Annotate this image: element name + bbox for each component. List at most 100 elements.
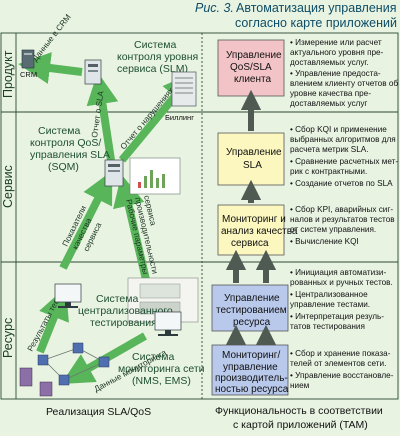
description-3: • Сбор KPI, аварийных сиг- налов и резул… (290, 205, 395, 246)
network-elements (19, 342, 110, 397)
arrow-monitoring-data (61, 332, 147, 384)
desc-4-line4: управление тестами. (290, 300, 370, 309)
desc-2-line3: расчета метрик SLA. (290, 145, 369, 154)
map-box-4-line1: Управление (224, 293, 280, 304)
map-box-1-line3: клиента (234, 74, 271, 85)
desc-2-line4: • Сравнение расчетных мет- (290, 157, 398, 166)
billing-server: Биллинг (165, 71, 197, 122)
arrow-test-results (36, 287, 69, 354)
sqm-label-1: Система (38, 125, 80, 137)
desc-5-line4: нием (290, 381, 310, 390)
network-router-4 (37, 354, 49, 366)
map-box-4 (211, 284, 289, 332)
monitoring-label-3: (NMS, EMS) (132, 375, 191, 387)
desc-1-line2: актуального уровня пре- (290, 48, 384, 57)
figure-label: Рис. 3. (195, 1, 234, 15)
desc-5-line1: • Сбор и хранение показа- (290, 349, 391, 358)
footer-right-line2: с картой приложений (TAM) (233, 419, 368, 431)
desc-3-line3: от систем управления. (290, 225, 376, 234)
testing-label-1: Система (96, 293, 138, 305)
desc-2-line1: • Сбор KQI и применение (290, 125, 387, 134)
desc-1-line7: доставляемых услуг (290, 99, 367, 108)
slm-server (84, 59, 102, 85)
desc-1-line5: влением клиенту отчетов об (290, 79, 398, 88)
map-box-3 (217, 204, 285, 256)
desc-4-line3: • Централизованное (290, 290, 368, 299)
description-5: • Сбор и хранение показа- телей от элеме… (290, 349, 394, 390)
figure-title-line2: согласно карте приложений (235, 16, 397, 30)
testing-label-2: централизованного (78, 305, 173, 317)
figure-title-line1: Автоматизация управления SLA (236, 1, 400, 15)
network-switch-2 (39, 381, 53, 397)
tam-connectors (225, 89, 277, 346)
map-box-2 (217, 132, 285, 186)
desc-2-line6: • Создание отчетов по SLA (290, 179, 393, 188)
desc-4-line1: • Инициация автоматизи- (290, 268, 386, 277)
map-box-5-line1: Мониторинг/ (222, 350, 280, 361)
desc-4-line5: • Интерпретация резуль- (290, 312, 384, 321)
map-box-5-line2: управление (223, 362, 278, 373)
description-2: • Сбор KQI и применение выбранных алгори… (290, 125, 398, 188)
desc-1-line1: • Измерение или расчет (290, 38, 382, 47)
sqm-report-screen (129, 157, 181, 195)
testing-label-3: тестирования (90, 317, 157, 329)
sqm-server (104, 159, 124, 187)
desc-3-line1: • Сбор KPI, аварийных сиг- (290, 205, 393, 214)
map-box-3-line3: сервиса (231, 238, 269, 249)
network-router-2 (98, 356, 110, 368)
crm-label: CRM (20, 70, 37, 79)
description-4: • Инициация автоматизи- рованных и ручны… (290, 268, 393, 331)
monitoring-workstation (154, 311, 182, 336)
flow-arrows (18, 52, 196, 384)
monitoring-label-1: Система (132, 351, 174, 363)
monitoring-label-2: мониторинга сети (118, 363, 205, 375)
desc-5-line2: телей от элементов сети. (290, 359, 386, 368)
lane-label-resource: Ресурс (1, 318, 15, 358)
map-box-1-line2: QoS/SLA (230, 62, 272, 73)
slm-label-2: контроля уровня (117, 51, 198, 63)
testing-workstation (54, 283, 82, 308)
sqm-label-3: управления SLA (30, 149, 110, 161)
desc-5-line3: • Управление восстановле- (290, 371, 394, 380)
map-box-3-line1: Мониторинг и (222, 214, 286, 225)
sqm-label-4: (SQM) (48, 161, 79, 173)
footer-right-line1: Функциональность в соответствии (215, 405, 383, 417)
crm-node: CRM (20, 49, 37, 79)
map-box-5-line4: ностью ресурса (215, 384, 289, 395)
desc-3-line2: налов и результатов тестов (290, 215, 395, 224)
arrow-quality-indicators (59, 170, 113, 270)
map-box-3-line2: анализ качества (221, 226, 298, 237)
sqm-label-2: контроля QoS/ (30, 137, 101, 149)
map-box-5-line3: производитель- (215, 373, 288, 384)
network-switch-1 (19, 367, 33, 387)
desc-3-line4: • Вычисление KQI (290, 237, 359, 246)
arrow-label-crm-data: Данные в CRM (30, 13, 72, 64)
description-1: • Измерение или расчет актуального уровн… (290, 38, 398, 108)
desc-1-line3: доставляемых услуг. (290, 58, 369, 67)
slm-label-1: Система (134, 39, 176, 51)
desc-4-line2: рованных и ручных тестов. (290, 278, 393, 287)
desc-2-line5: рик с контрактными. (290, 167, 367, 176)
lane-label-service: Сервис (1, 165, 15, 208)
slm-label-3: сервиса (SLM) (117, 63, 188, 75)
map-box-5 (211, 344, 289, 396)
map-box-4-line3: ресурса (233, 317, 271, 328)
arrow-crm-data (18, 52, 83, 84)
map-box-2-line2: SLA (243, 160, 262, 171)
arrow-sla-report (86, 72, 119, 161)
desc-4-line6: татов тестирования (290, 322, 365, 331)
desc-2-line2: выбранных алгоритмов для (290, 135, 396, 144)
map-box-1-line1: Управление (226, 50, 282, 61)
network-router-1 (72, 342, 84, 354)
billing-label: Биллинг (165, 113, 194, 122)
map-box-1 (217, 39, 285, 97)
desc-1-line6: уровне качества пре- (290, 89, 371, 98)
lane-label-product: Продукт (1, 50, 15, 98)
footer-left: Реализация SLA/QoS (46, 406, 151, 418)
network-router-3 (58, 374, 70, 386)
map-box-2-line1: Управление (226, 147, 282, 158)
tam-boxes (211, 39, 289, 396)
map-box-4-line2: тестированием (216, 305, 287, 316)
